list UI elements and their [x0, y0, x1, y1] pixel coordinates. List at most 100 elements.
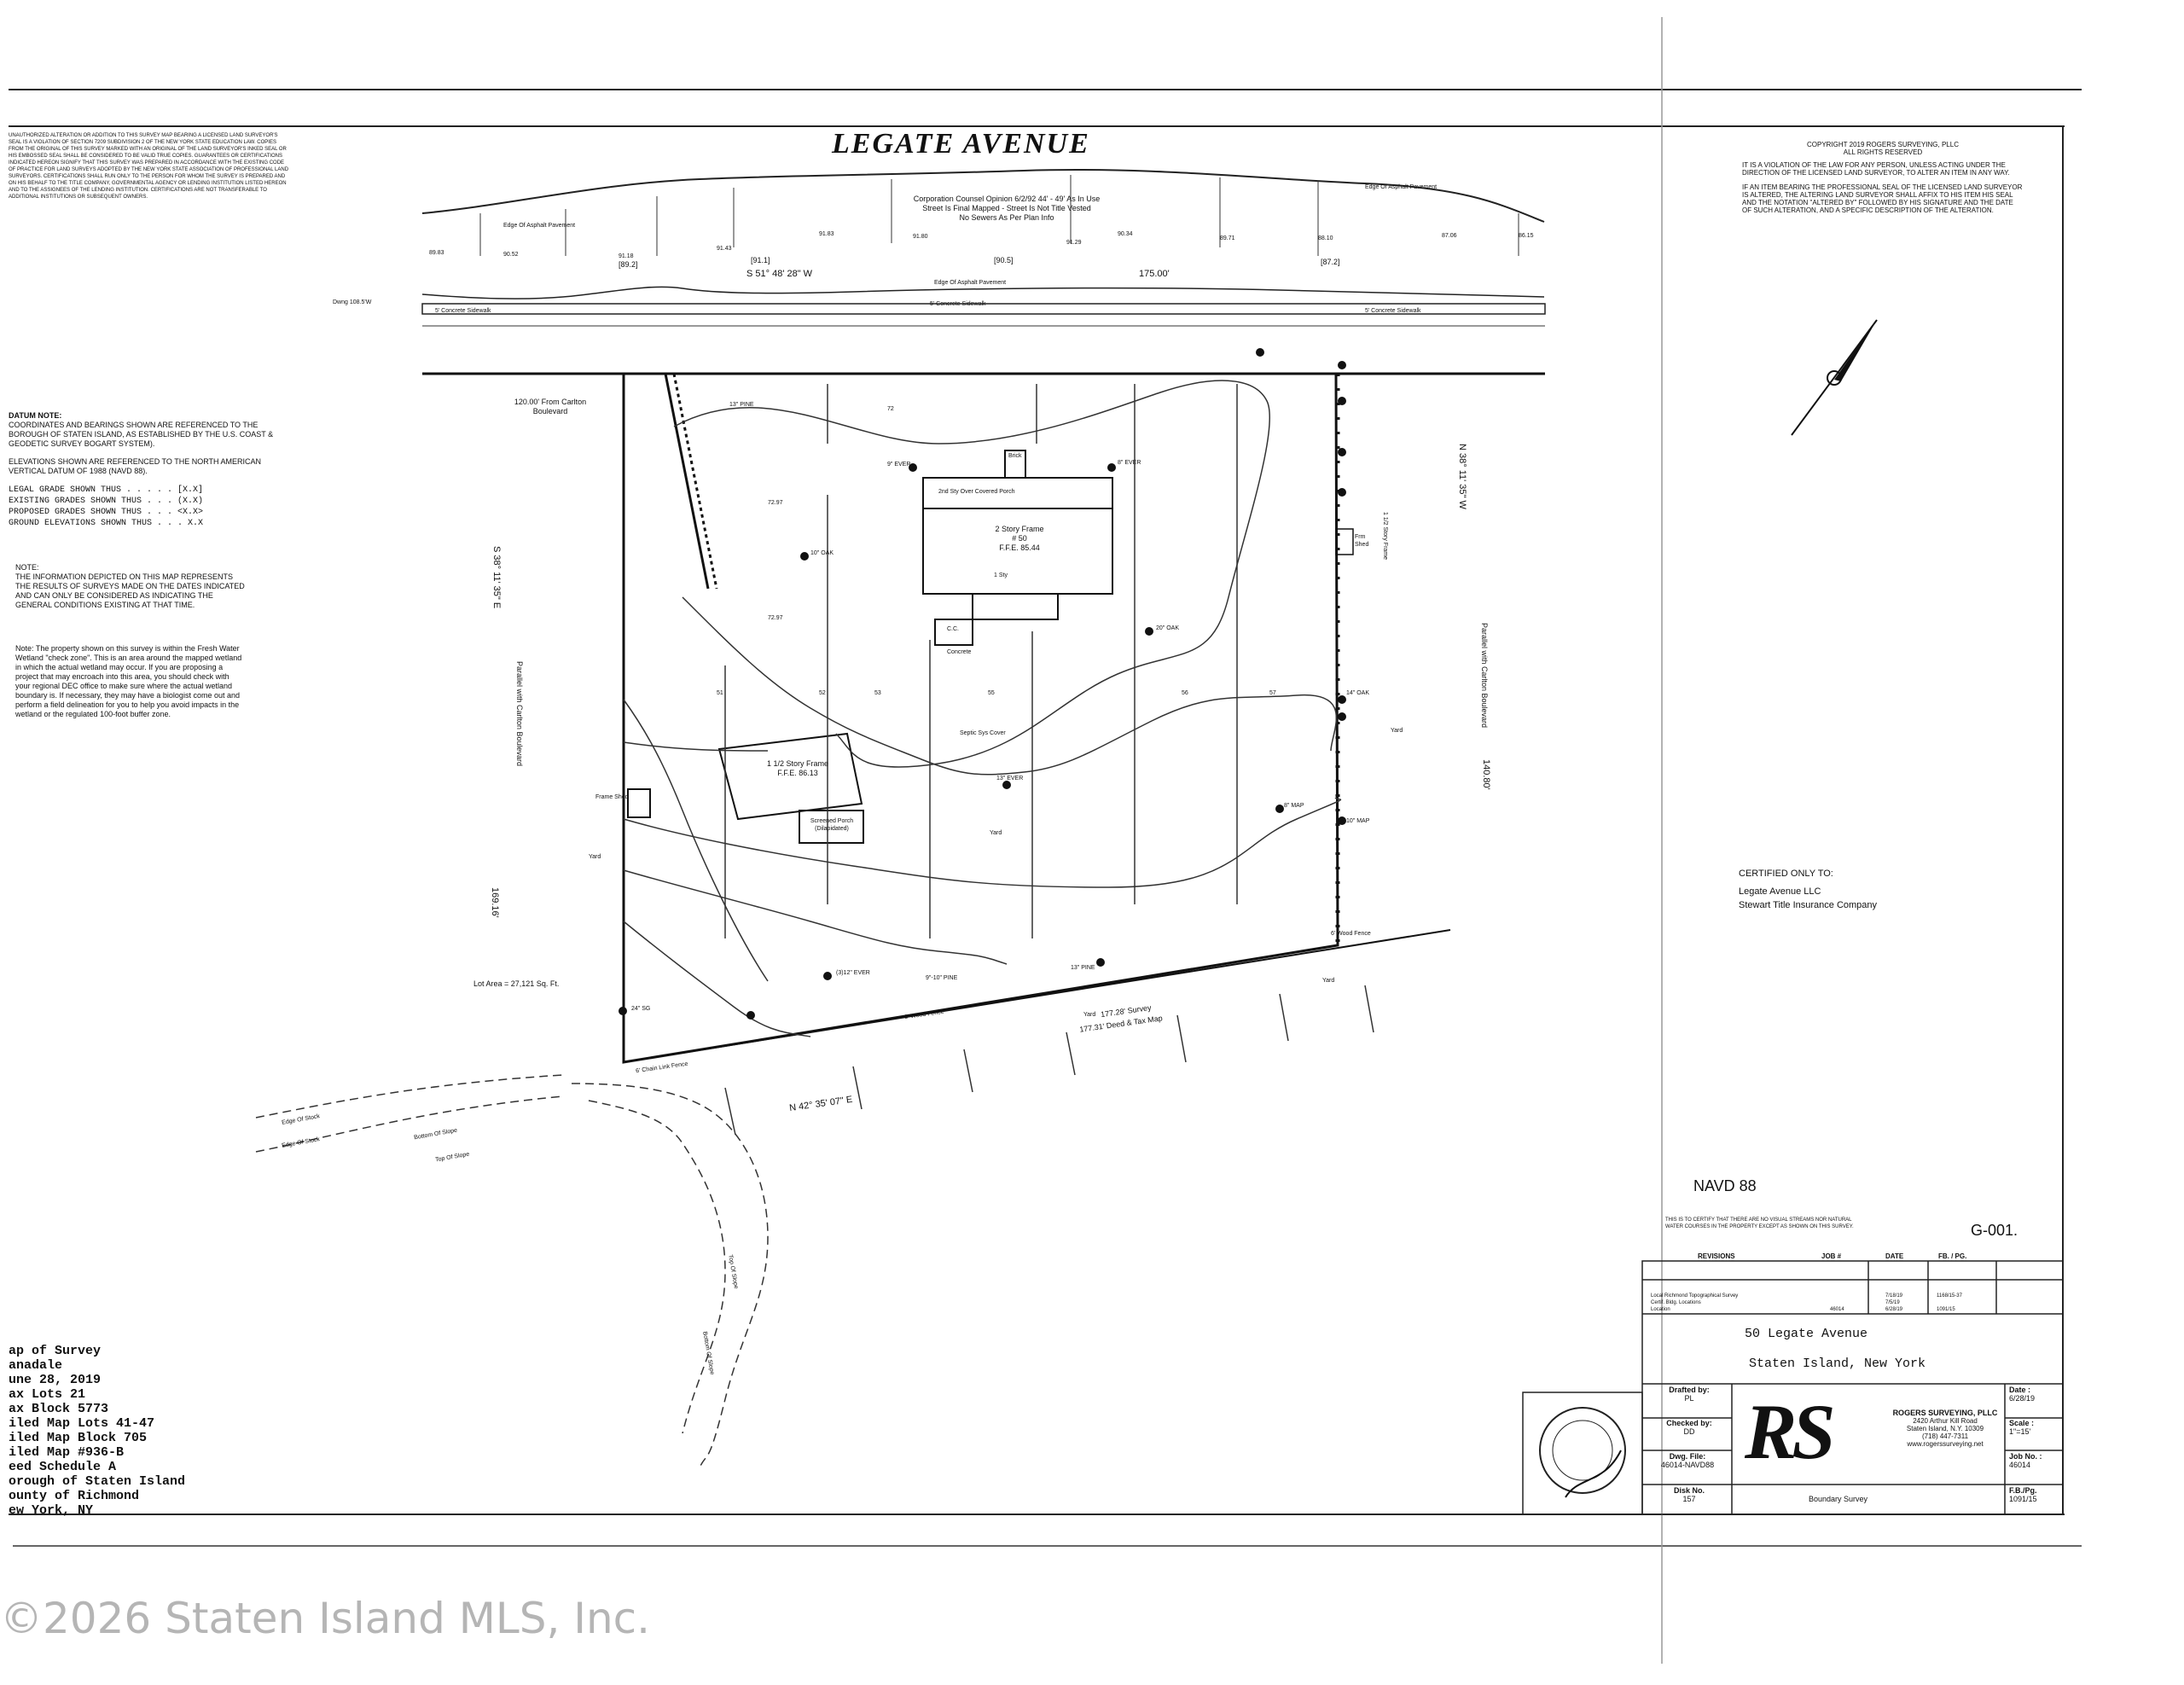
tree-label-13: 24" SG — [631, 1006, 651, 1012]
sidewalk — [421, 303, 1546, 315]
rev-row1-fb: 1168/15-37 — [1937, 1293, 1962, 1299]
grade-4: [87.2] — [1321, 258, 1340, 266]
rev-row2-date: 7/5/19 — [1885, 1300, 1900, 1305]
contour-label-6: 55 — [988, 690, 995, 696]
rev-header-4: FB. / PG. — [1938, 1252, 1967, 1260]
certified-block: CERTIFIED ONLY TO: Legate Avenue LLC Ste… — [1739, 869, 1877, 911]
grade-legend-3: PROPOSED GRADES SHOWN THUS . . . <X.X> — [9, 508, 204, 517]
disk-cell: Disk No. 157 — [1664, 1487, 1715, 1504]
note-text: THE INFORMATION DEPICTED ON THIS MAP REP… — [15, 572, 245, 609]
from-carlton: 120.00' From Carlton Boulevard — [514, 398, 587, 415]
copyright-p1: IT IS A VIOLATION OF THE LAW FOR ANY PER… — [1742, 161, 2010, 177]
elev-3: 91.18 — [619, 253, 634, 259]
brick-label: Brick — [1008, 453, 1022, 459]
dwg-note: Dwng 108.5'W — [333, 299, 372, 305]
slope-lines — [255, 1074, 769, 1468]
contour-label-9: 72 — [887, 406, 894, 412]
road-note-opinion: Corporation Counsel Opinion 6/2/92 44' -… — [913, 195, 1101, 203]
disk-label: Disk No. — [1673, 1486, 1705, 1495]
elev-10: 88.10 — [1318, 235, 1333, 241]
certified-line-2: Stewart Title Insurance Company — [1739, 900, 1878, 910]
rear-line-extension — [623, 929, 1451, 1063]
dwg-cell: Dwg. File: 46014-NAVD88 — [1645, 1453, 1730, 1470]
company-addr2: Staten Island, N.Y. 10309 — [1906, 1425, 1984, 1432]
drafted-value: PL — [1684, 1394, 1694, 1403]
checked-label: Checked by: — [1666, 1419, 1712, 1427]
rear-ticks — [724, 985, 1374, 1136]
company-web: www.rogerssurveying.net — [1907, 1440, 1984, 1448]
datum-note-title: DATUM NOTE: — [9, 411, 62, 420]
grade-legend-4: GROUND ELEVATIONS SHOWN THUS . . . X.X — [9, 519, 204, 528]
elev-4: 91.43 — [717, 246, 732, 252]
copyright-p2: IF AN ITEM BEARING THE PROFESSIONAL SEAL… — [1742, 183, 2023, 214]
cc-box — [934, 619, 973, 646]
side-building-label: 1 1/2 Story Frame — [1382, 512, 1388, 561]
elev-9: 89.71 — [1220, 235, 1235, 241]
one-story-label: 1 Sty — [994, 572, 1008, 578]
brick-steps — [1004, 450, 1026, 479]
yard-label-3: Yard — [589, 854, 601, 860]
porch-label: 2nd Sty Over Covered Porch — [938, 489, 1015, 495]
date-cell: Date : 6/28/19 — [2009, 1386, 2060, 1403]
yard-label-5: Yard — [1322, 978, 1335, 984]
sidewalk-label-left: 5' Concrete Sidewalk — [435, 308, 491, 314]
company-logo-icon: RS — [1745, 1388, 1836, 1475]
elev-7: 91.29 — [1066, 240, 1082, 246]
mls-watermark: ©2026 Staten Island MLS, Inc. — [0, 1594, 651, 1643]
sidewalk-label: 5' Concrete Sidewalk — [930, 301, 986, 307]
contour-label-2: 72.97 — [768, 615, 783, 621]
driveway-edge-2 — [672, 373, 718, 590]
certified-title: CERTIFIED ONLY TO: — [1739, 869, 1833, 879]
copyright-title: COPYRIGHT 2019 ROGERS SURVEYING, PLLC — [1807, 141, 1959, 148]
mos-line-7: iled Map Block 705 — [9, 1431, 148, 1445]
surveyor-seal-icon — [1539, 1407, 1626, 1498]
datum-note-text2: ELEVATIONS SHOWN ARE REFERENCED TO THE N… — [9, 457, 262, 475]
driveway-edge — [664, 373, 710, 590]
note-title: NOTE: — [15, 563, 39, 572]
mos-line-5: ax Block 5773 — [9, 1402, 109, 1416]
fb-value: 1091/15 — [2009, 1495, 2037, 1503]
dwg-label: Dwg. File: — [1669, 1452, 1706, 1461]
dwg-value: 46014-NAVD88 — [1660, 1461, 1715, 1469]
mos-line-9: eed Schedule A — [9, 1460, 117, 1474]
right-bearing: N 38° 11' 35" W — [1457, 444, 1467, 509]
mos-line-3: une 28, 2019 — [9, 1373, 102, 1387]
grade-legend-1: LEGAL GRADE SHOWN THUS . . . . . [X.X] — [9, 485, 204, 495]
contours — [623, 380, 1342, 1037]
contour-label-4: 52 — [819, 690, 826, 696]
frm-shed-label: Frm Shed — [1355, 534, 1369, 548]
project-city: Staten Island, New York — [1749, 1357, 1926, 1371]
second-building-ffe: F.F.E. 86.13 — [777, 769, 818, 777]
elev-6: 91.80 — [913, 234, 928, 240]
asphalt-edge-far — [421, 168, 1545, 223]
rev-row3-job: 46014 — [1830, 1307, 1844, 1312]
alteration-notice: UNAUTHORIZED ALTERATION OR ADDITION TO T… — [9, 133, 289, 200]
second-building-text: 1 1/2 Story Frame — [766, 759, 829, 768]
certified-line-1: Legate Avenue LLC — [1739, 886, 1821, 897]
mos-line-11: ounty of Richmond — [9, 1489, 140, 1503]
road-note-mapped: Street Is Final Mapped - Street Is Not T… — [922, 204, 1091, 212]
tree-label-6: 13" EVER — [996, 776, 1024, 781]
rev-header-1: REVISIONS — [1698, 1252, 1735, 1260]
disk-value: 157 — [1682, 1495, 1696, 1503]
wetland-note: Note: The property shown on this survey … — [15, 644, 242, 718]
rev-header-2: JOB # — [1821, 1252, 1842, 1260]
datum-note-text1: COORDINATES AND BEARINGS SHOWN ARE REFER… — [9, 421, 274, 448]
screened-porch-outline — [799, 810, 864, 844]
company-info: ROGERS SURVEYING, PLLC 2420 Arthur Kill … — [1890, 1409, 2001, 1449]
tree-markers — [619, 348, 1346, 1020]
property-boundary — [622, 372, 1339, 1064]
grade-1: [91.1] — [751, 256, 770, 264]
map-of-survey-block: ap of Survey anadale une 28, 2019 ax Lot… — [9, 1344, 185, 1518]
tree-label-4: 10" OAK — [810, 550, 834, 556]
grade-legend-2: EXISTING GRADES SHOWN THUS . . . (X.X) — [9, 497, 204, 506]
copyright-block: COPYRIGHT 2019 ROGERS SURVEYING, PLLC AL… — [1742, 141, 2024, 214]
north-arrow-icon — [1791, 319, 1878, 436]
second-building-label: 1 1/2 Story Frame F.F.E. 86.13 — [755, 759, 840, 778]
company-phone: (718) 447-7311 — [1921, 1432, 1969, 1440]
asphalt-label-left: Edge Of Asphalt Pavement — [503, 223, 576, 229]
tree-label-8: 8" MAP — [1284, 803, 1304, 809]
company-addr1: 2420 Arthur Kill Road — [1913, 1417, 1978, 1425]
elev-5: 91.83 — [819, 231, 834, 237]
